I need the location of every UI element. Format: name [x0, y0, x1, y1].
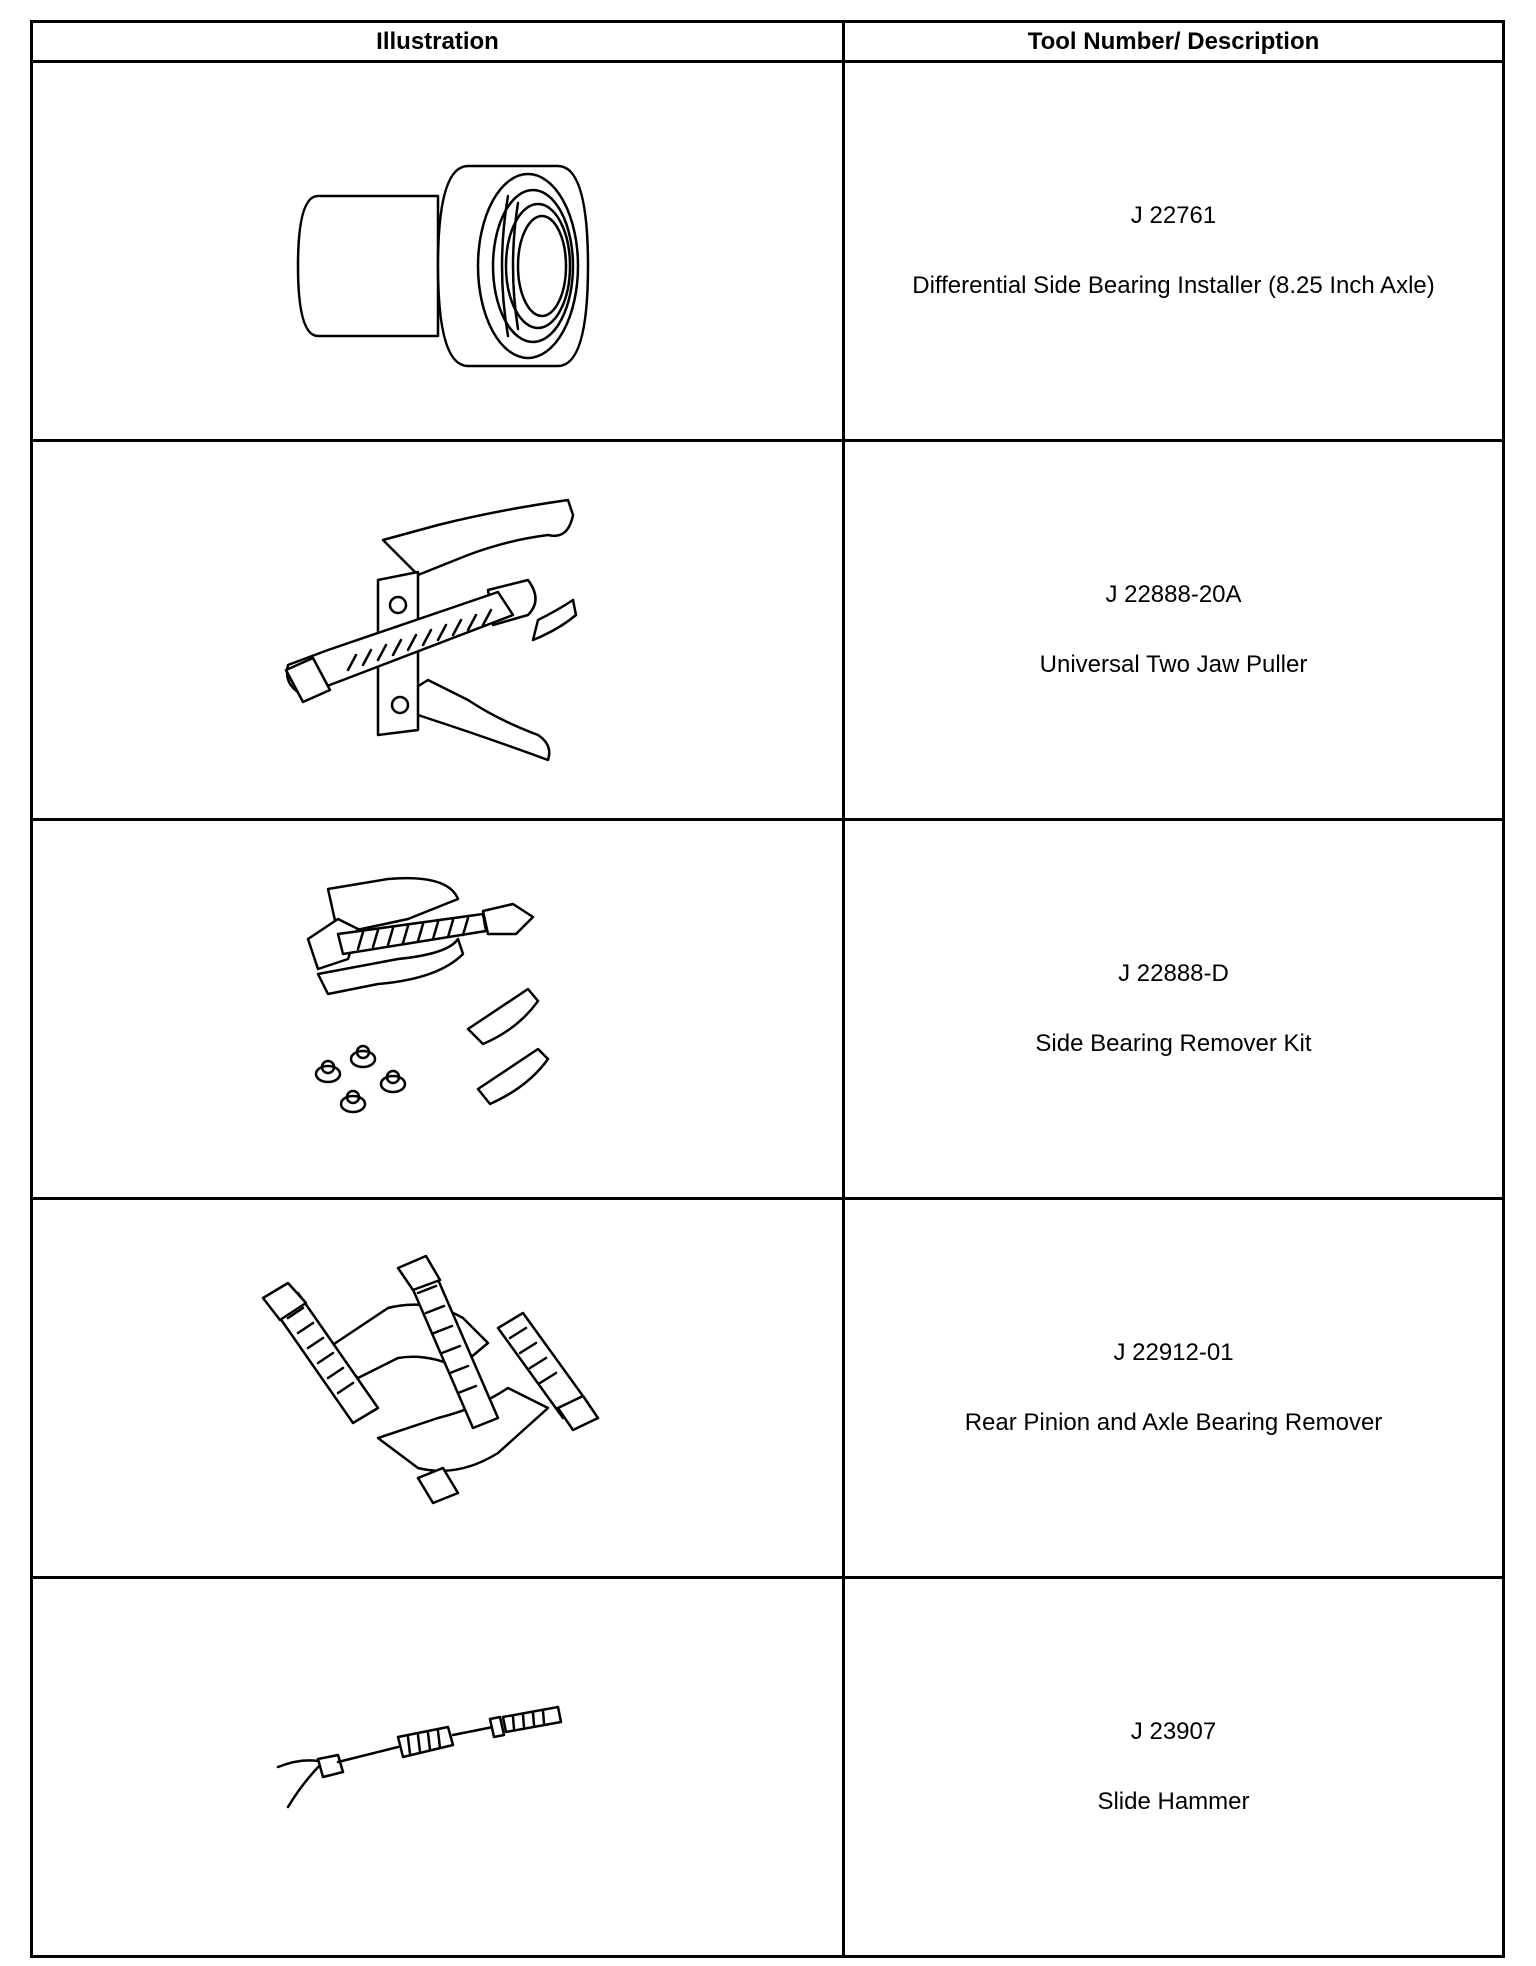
tool-number: J 22888-D [1118, 960, 1229, 987]
special-tools-table: Illustration Tool Number/ Description [30, 20, 1505, 1958]
table-row: J 22761 Differential Side Bearing Instal… [30, 60, 1505, 442]
tool-info-cell: J 22912-01 Rear Pinion and Axle Bearing … [842, 1197, 1505, 1579]
tool-info-cell: J 22761 Differential Side Bearing Instal… [842, 60, 1505, 442]
tool-info-cell: J 23907 Slide Hammer [842, 1576, 1505, 1958]
tool-description: Slide Hammer [1097, 1788, 1250, 1815]
slide-hammer-icon [276, 1705, 562, 1809]
tool-info-cell: J 22888-20A Universal Two Jaw Puller [842, 439, 1505, 821]
illustration-cell [30, 818, 845, 1200]
table-header-row: Illustration Tool Number/ Description [30, 20, 1505, 63]
table-row: J 22888-D Side Bearing Remover Kit [30, 818, 1505, 1200]
bearing-separator-icon [261, 1254, 599, 1505]
two-jaw-puller-icon [284, 498, 577, 762]
tool-number: J 23907 [1130, 1718, 1217, 1745]
illustration-cell [30, 60, 845, 442]
bearing-installer-icon [296, 164, 589, 368]
tool-info-cell: J 22888-D Side Bearing Remover Kit [842, 818, 1505, 1200]
illustration-cell [30, 439, 845, 821]
table-row: J 22912-01 Rear Pinion and Axle Bearing … [30, 1197, 1505, 1579]
tool-description: Rear Pinion and Axle Bearing Remover [964, 1409, 1383, 1436]
tool-number: J 22912-01 [1113, 1339, 1234, 1366]
tool-description: Differential Side Bearing Installer (8.2… [912, 272, 1435, 299]
tool-description: Side Bearing Remover Kit [1035, 1030, 1312, 1057]
illustration-cell [30, 1197, 845, 1579]
tool-number: J 22888-20A [1105, 581, 1242, 608]
illustration-cell [30, 1576, 845, 1958]
tool-column-header: Tool Number/ Description [842, 20, 1505, 63]
table-row: J 22888-20A Universal Two Jaw Puller [30, 439, 1505, 821]
illustration-column-header: Illustration [30, 20, 845, 63]
side-bearing-remover-kit-icon [306, 876, 549, 1114]
tool-number: J 22761 [1130, 202, 1217, 229]
tool-description: Universal Two Jaw Puller [1039, 651, 1308, 678]
table-row: J 23907 Slide Hammer [30, 1576, 1505, 1958]
